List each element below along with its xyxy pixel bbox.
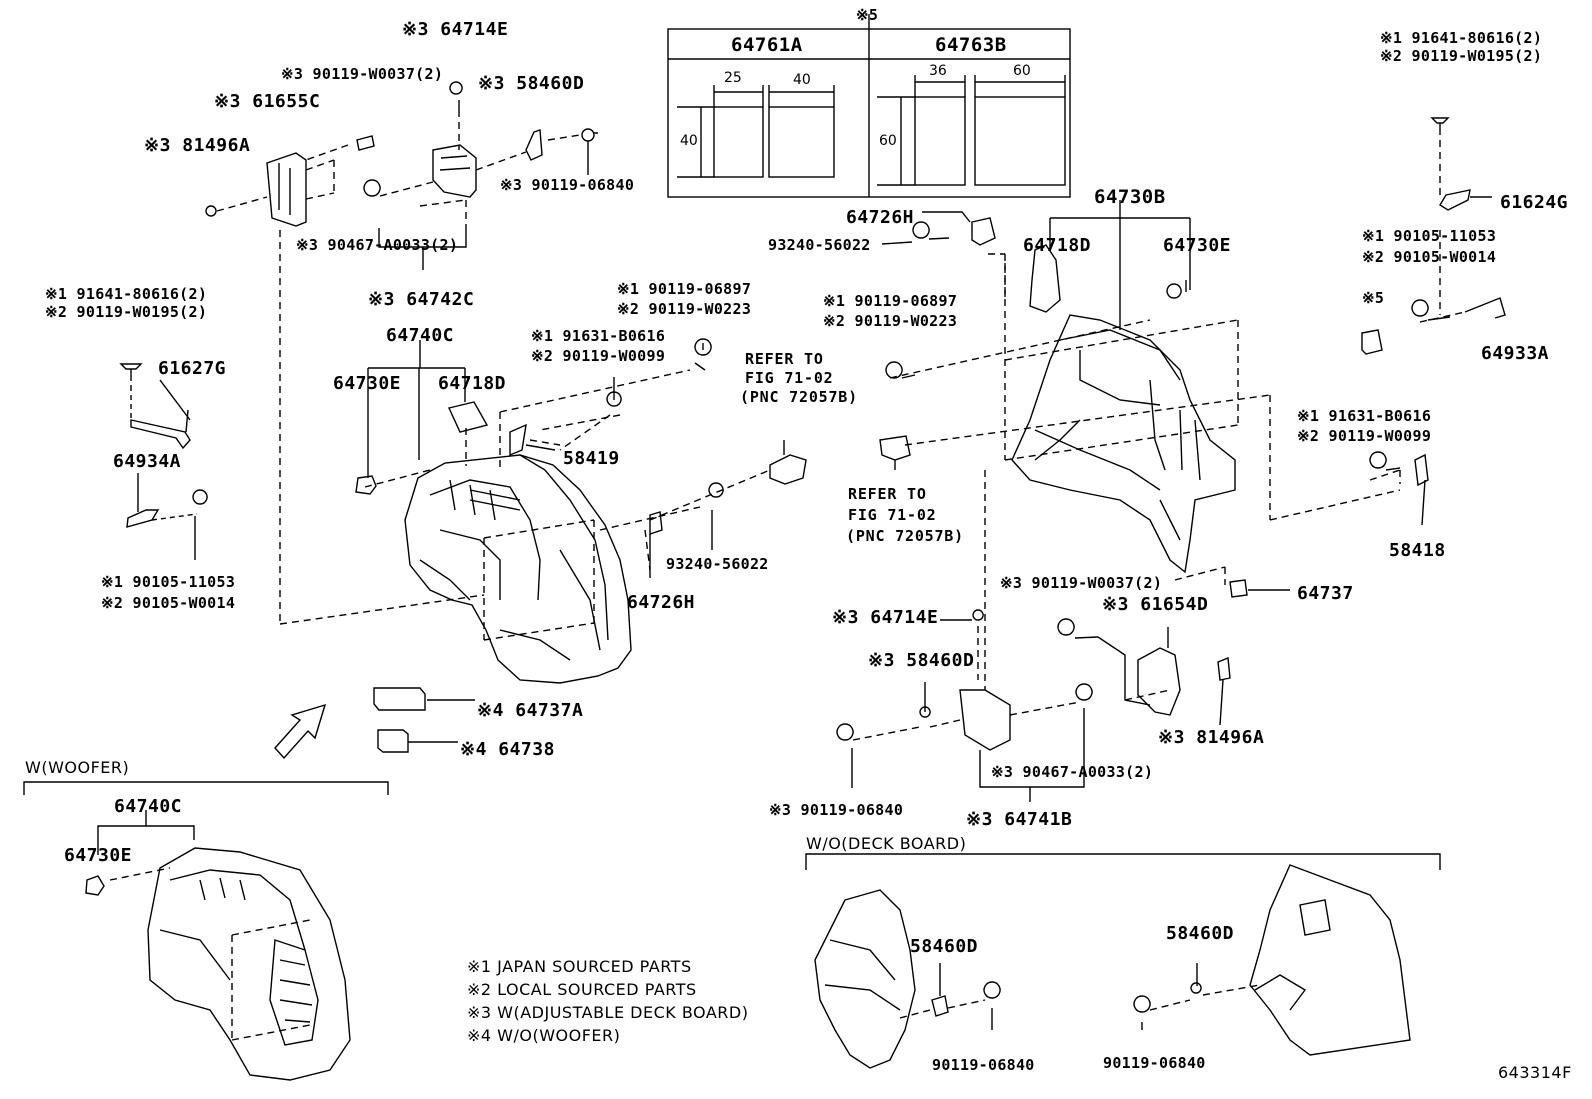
deck-board-dashed	[899, 984, 1261, 1019]
dashed-box-center	[364, 369, 771, 641]
dimension-table	[667, 14, 1071, 198]
bracket-leaders-top-left	[378, 226, 467, 270]
left-small-parts	[119, 363, 208, 560]
dashed-box-right	[889, 140, 1466, 690]
center-trim-panel	[404, 454, 632, 684]
woofer-dashed-box	[109, 867, 311, 1041]
dashed-leaders-top-left	[216, 110, 581, 625]
right-small-parts	[836, 117, 1506, 802]
deck-board-group	[805, 853, 1441, 1069]
woofer-group	[23, 781, 389, 1081]
right-trim-panel	[1011, 244, 1236, 574]
bracket-assembly-top-left	[205, 81, 598, 227]
center-small-parts	[274, 338, 807, 760]
dashed-leaders-right-lower	[852, 626, 1171, 741]
